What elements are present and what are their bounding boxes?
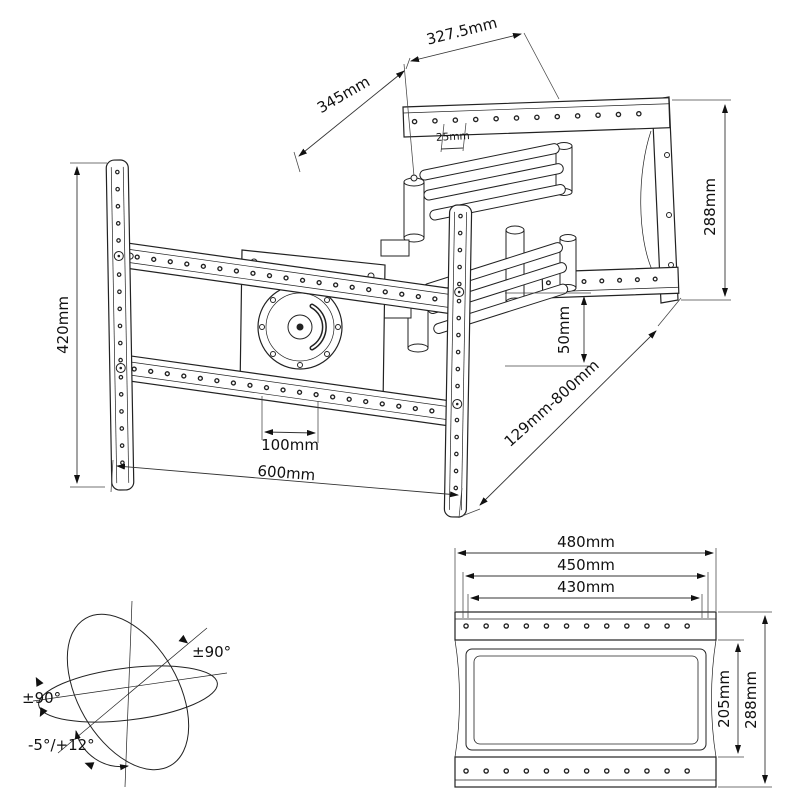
dim-label-hole-pitch: 25mm (436, 130, 470, 144)
tv-rail-right (443, 204, 473, 518)
wall-plate-side-hole (668, 262, 674, 268)
arrowhead (84, 762, 95, 770)
dimension-327: 327.5mm (405, 14, 560, 100)
rotation-diagram: ±90° ±90° -5°/+12° (22, 600, 231, 788)
swivel-orbit-vertical (66, 613, 190, 771)
axis-diagonal (57, 627, 208, 754)
hole-row (134, 254, 453, 304)
dim-label-plate-height: 288mm (742, 671, 760, 729)
plate-inner-outline (473, 655, 699, 745)
dimension-600: 600mm (110, 459, 463, 519)
ring-hole (297, 362, 303, 368)
dimension-430: 430mm (467, 578, 703, 618)
upper-arm-links (419, 143, 566, 221)
arm-link-bar (419, 143, 560, 181)
dim-label-arm-offset: 50mm (555, 306, 573, 354)
arrowhead (39, 707, 48, 717)
dimension-480: 480mm (454, 533, 717, 611)
wall-plate-front-view: 480mm 450mm 430mm 205mm 288mm (454, 533, 772, 788)
center-bolt (296, 323, 304, 331)
plate-top-bar (454, 611, 717, 641)
hole-row (453, 213, 463, 507)
tv-rail-left (105, 159, 135, 491)
label-tilt: -5°/+12° (28, 736, 95, 754)
wall-plate-waist-curve (640, 130, 654, 273)
dim-label-depth-arm: 345mm (314, 72, 373, 117)
dimension-345: 345mm (293, 63, 415, 177)
dim-label-extension-range: 129mm-800mm (501, 356, 603, 450)
dimension-450: 450mm (462, 556, 709, 618)
dim-label-depth-wall: 327.5mm (425, 14, 499, 49)
dimension-288-front: 288mm (718, 611, 772, 788)
dim-label-hole-span-outer: 450mm (557, 556, 615, 574)
pivot-bracket-tab (380, 239, 410, 257)
wall-plate-side-hole (666, 212, 672, 218)
dim-label-rail-width: 600mm (257, 462, 316, 484)
articulating-arms (403, 142, 577, 353)
tilt-arc (74, 730, 129, 771)
axis-horizontal (32, 672, 228, 702)
ring-hole (324, 351, 330, 357)
ring-hole (324, 297, 330, 303)
plate-side-left (454, 639, 460, 758)
dim-label-wall-plate-height: 288mm (701, 178, 719, 236)
arrowhead (35, 677, 44, 687)
ring-hole (270, 297, 276, 303)
rotation-ring (257, 284, 343, 370)
ring-hole (259, 324, 265, 330)
ring-hole (335, 324, 341, 330)
arrowhead (178, 634, 189, 644)
dimension-100: 100mm (261, 396, 319, 454)
swivel-orbit-horizontal (38, 665, 218, 723)
label-swivel-left: ±90° (22, 689, 61, 707)
dimension-50: 50mm (505, 292, 591, 367)
main-assembly-view: 420mm 600mm 129mm-800mm 288mm 345mm (54, 14, 731, 519)
dim-label-rail-height: 420mm (54, 296, 72, 354)
wall-plate-side-hole (664, 152, 670, 158)
plate-inner-outline (465, 648, 707, 751)
dim-label-hole-span-inner: 430mm (557, 578, 615, 596)
hole-row (131, 366, 450, 416)
ring-hole (270, 351, 276, 357)
dimension-25: 25mm (436, 122, 470, 153)
dim-label-plate-width: 480mm (557, 533, 615, 551)
front-pivot-upper (403, 174, 425, 243)
dim-label-vesa-width: 100mm (261, 436, 319, 454)
dimension-420: 420mm (54, 162, 107, 488)
plate-bottom-bar (454, 756, 717, 788)
dimension-288-main: 288mm (672, 99, 731, 301)
label-swivel-right: ±90° (192, 643, 231, 661)
dimension-205: 205mm (715, 639, 744, 758)
dim-label-inner-height: 205mm (715, 670, 733, 728)
plate-side-right (711, 639, 717, 758)
